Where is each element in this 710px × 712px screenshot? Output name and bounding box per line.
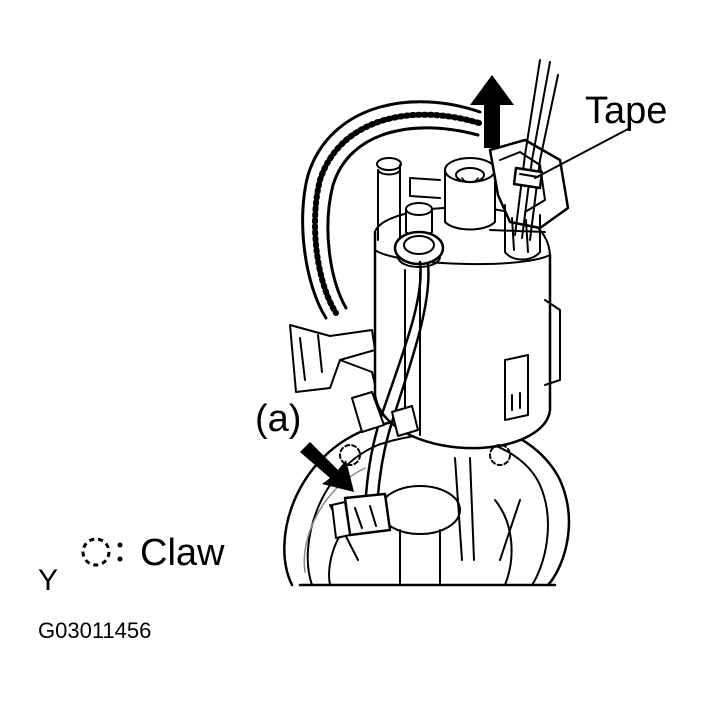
wire-clamp xyxy=(351,391,419,437)
connector-a-label: (a) xyxy=(255,398,302,440)
connector-a xyxy=(331,492,392,539)
claw-legend-label: Claw xyxy=(140,532,225,574)
up-arrow-icon xyxy=(470,75,514,148)
wire-harness xyxy=(514,59,559,241)
outlet-port xyxy=(409,157,496,231)
pivot-post xyxy=(393,202,445,268)
tape-label: Tape xyxy=(585,90,668,132)
figure-code: G03011456 xyxy=(38,618,152,643)
gauge-arc xyxy=(301,100,482,320)
diagonal-arrow-icon xyxy=(300,442,354,492)
sender-wire xyxy=(364,260,430,497)
view-label: Y xyxy=(38,564,59,597)
claw-mark xyxy=(339,444,361,466)
dashed-circle-icon xyxy=(81,537,123,567)
claw-mark xyxy=(489,444,511,466)
tape-wrap xyxy=(512,166,544,190)
tape-leader-line xyxy=(534,127,631,179)
